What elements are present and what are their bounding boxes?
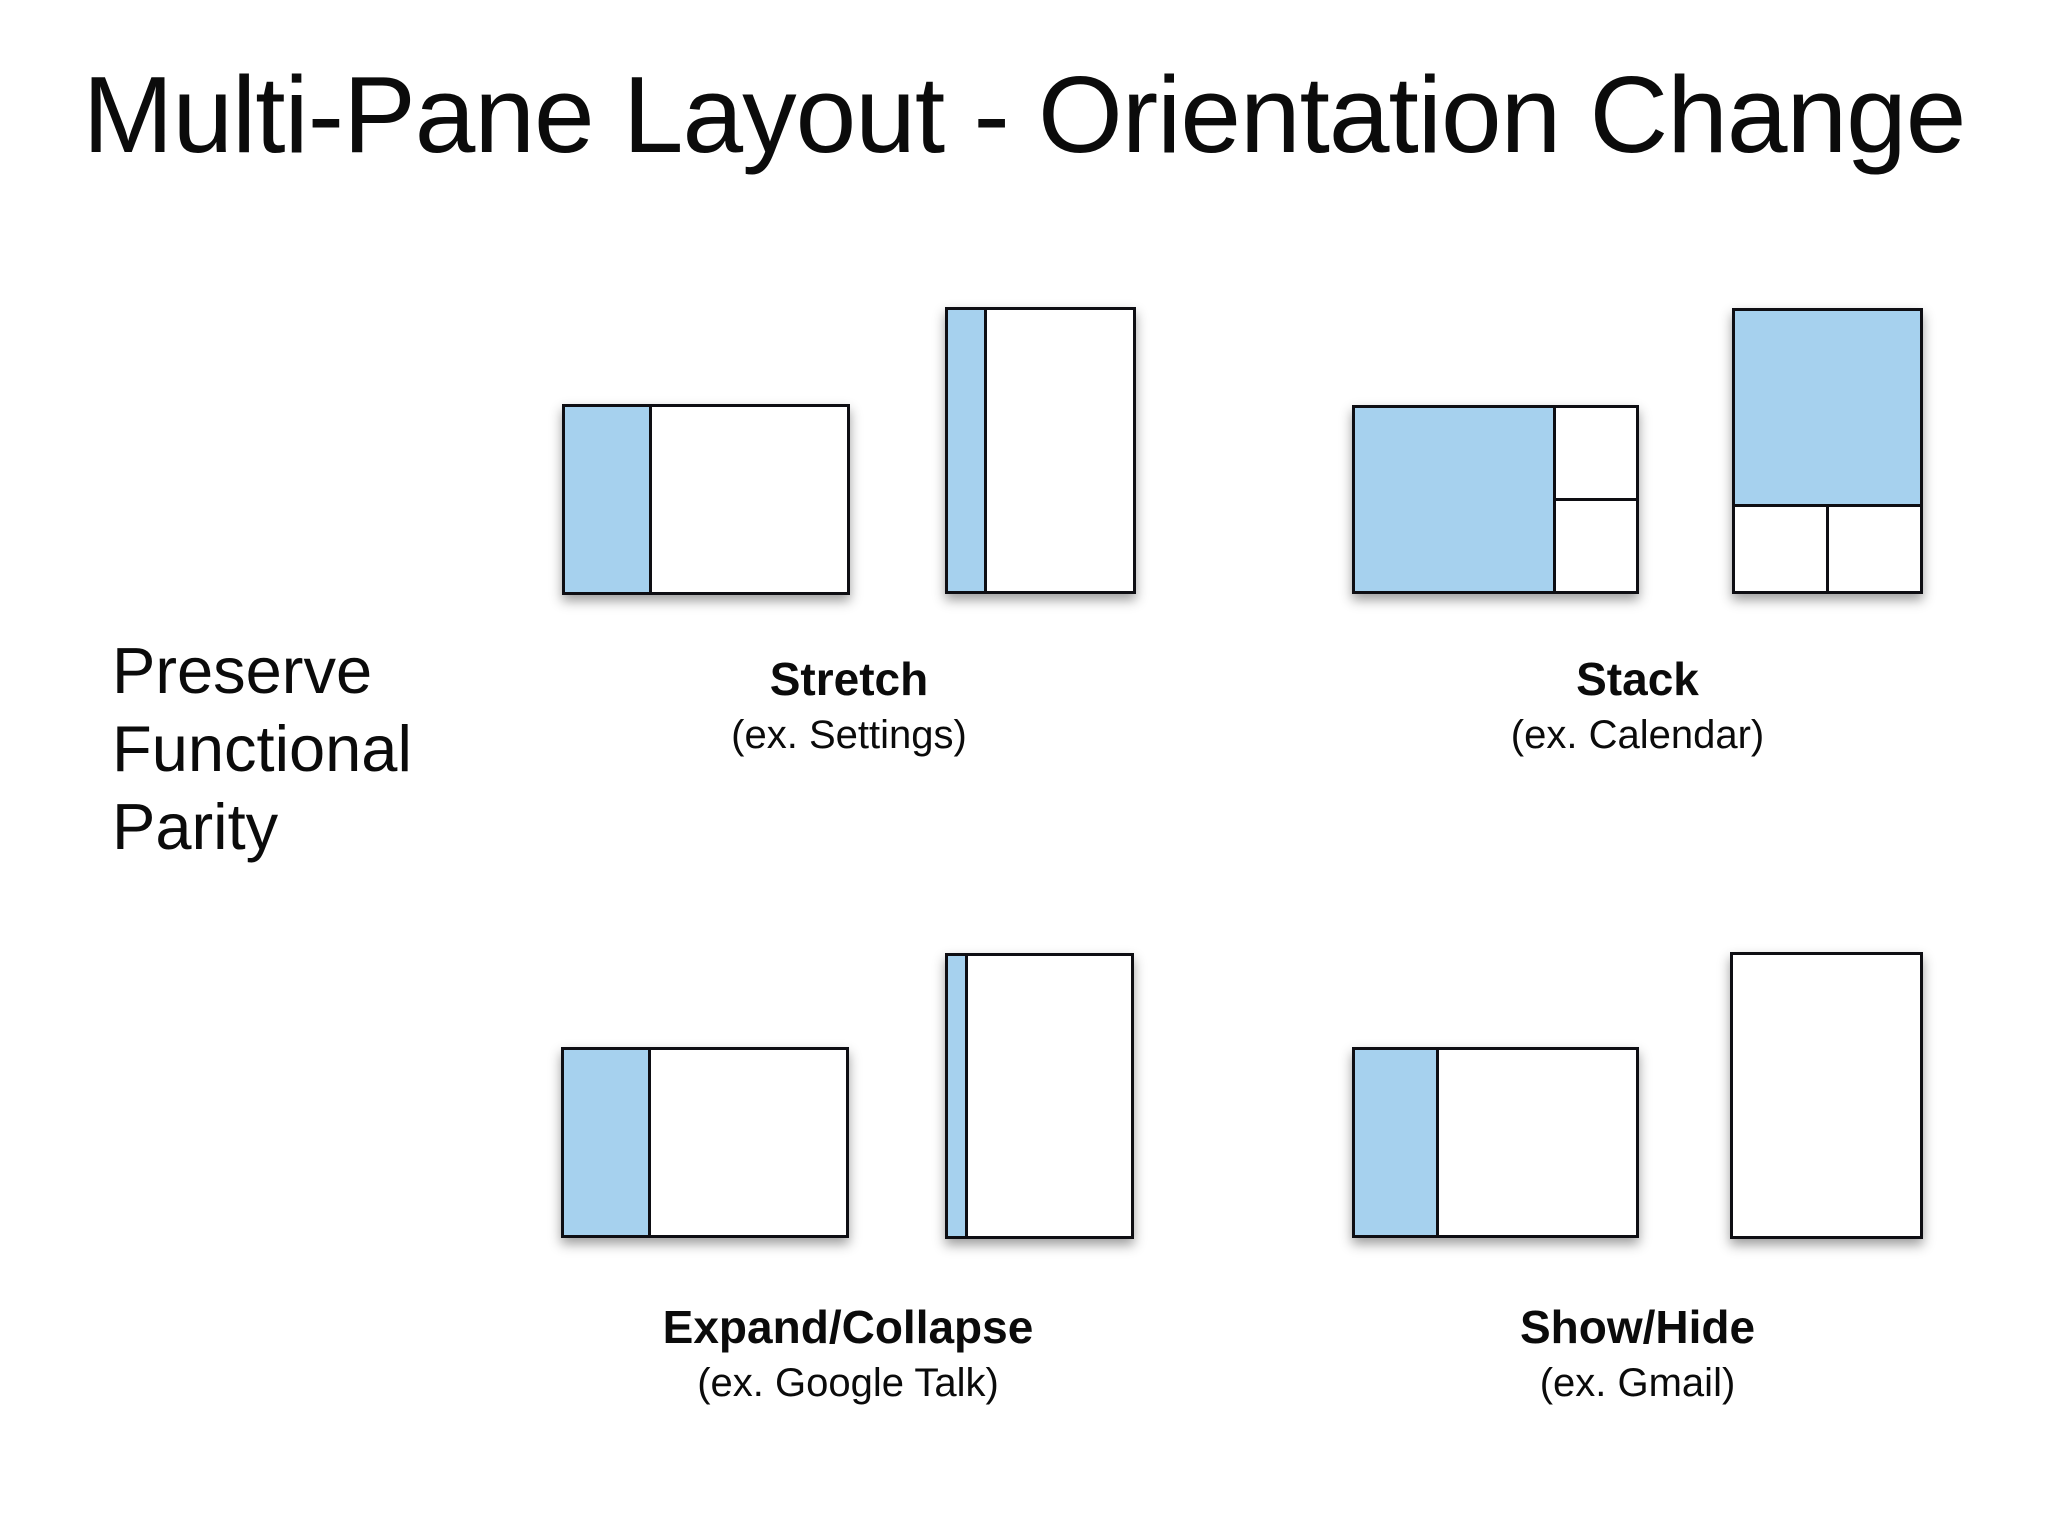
stretch-label-example: (ex. Settings) <box>731 713 967 757</box>
show-hide-landscape-sidebar-pane <box>1355 1050 1440 1235</box>
stack-landscape-main-pane <box>1355 408 1556 591</box>
show-hide-label-example: (ex. Gmail) <box>1539 1361 1736 1405</box>
expand-collapse-landscape-sidebar-pane <box>564 1050 652 1235</box>
stack-landscape-divider <box>1555 497 1636 501</box>
stack-portrait-divider <box>1825 507 1829 591</box>
show-hide-label: Show/Hide (ex. Gmail) <box>1352 1300 1923 1408</box>
stretch-landscape-device <box>562 404 850 595</box>
expand-collapse-label-name: Expand/Collapse <box>662 1301 1034 1353</box>
expand-collapse-landscape-device <box>561 1047 849 1238</box>
show-hide-portrait-device <box>1730 952 1923 1239</box>
slide-title: Multi-Pane Layout - Orientation Change <box>82 54 1967 176</box>
show-hide-label-name: Show/Hide <box>1519 1301 1756 1353</box>
side-note-preserve-functional-parity: Preserve Functional Parity <box>112 634 412 863</box>
stretch-portrait-device <box>945 307 1136 594</box>
show-hide-landscape-device <box>1352 1047 1639 1238</box>
stack-label: Stack (ex. Calendar) <box>1352 652 1923 760</box>
stack-landscape-device <box>1352 405 1639 594</box>
stack-label-name: Stack <box>1576 653 1699 705</box>
stack-portrait-device <box>1732 308 1923 594</box>
stretch-label-name: Stretch <box>769 653 929 705</box>
expand-collapse-portrait-device <box>945 953 1134 1239</box>
stack-label-example: (ex. Calendar) <box>1510 713 1765 757</box>
stretch-label: Stretch (ex. Settings) <box>562 652 1136 760</box>
stretch-landscape-sidebar-pane <box>565 407 653 592</box>
stretch-portrait-sidebar-pane <box>948 310 987 591</box>
expand-collapse-portrait-collapsed-pane <box>948 956 969 1236</box>
expand-collapse-label-example: (ex. Google Talk) <box>697 1361 999 1405</box>
stack-portrait-main-pane <box>1735 311 1920 507</box>
expand-collapse-label: Expand/Collapse (ex. Google Talk) <box>561 1300 1135 1408</box>
